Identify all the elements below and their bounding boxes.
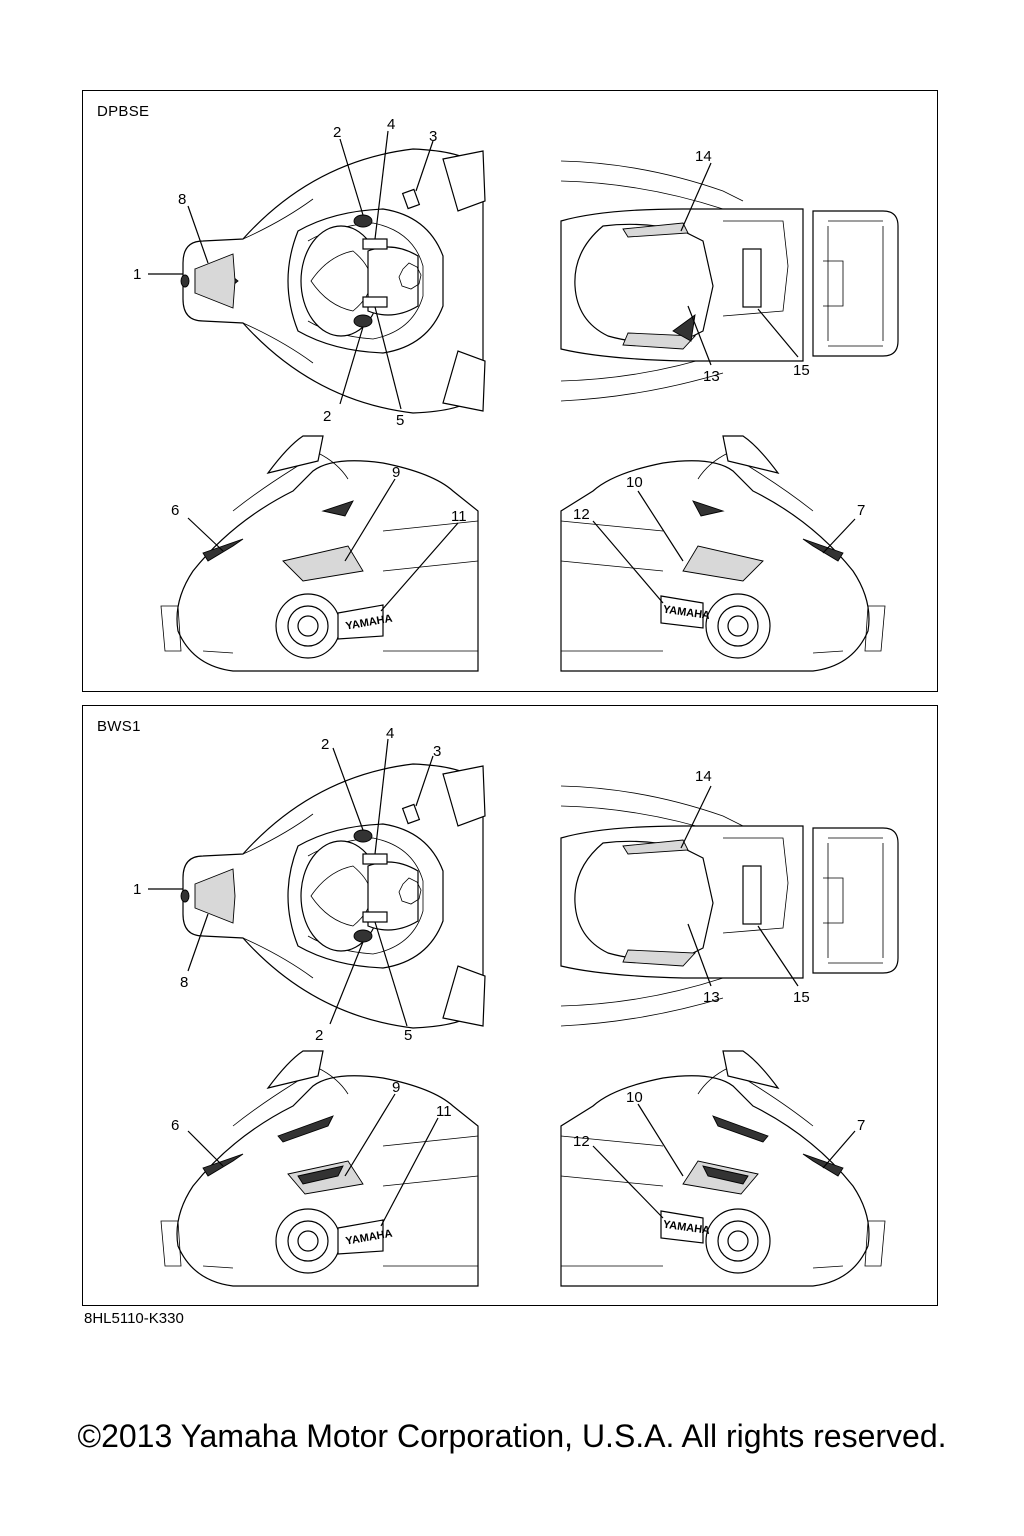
callout-9: 9 bbox=[392, 1079, 400, 1096]
callout-2-lower: 2 bbox=[315, 1027, 323, 1044]
top-view-illustration bbox=[180, 763, 486, 1029]
callout-14: 14 bbox=[695, 148, 712, 165]
copyright-notice: ©2013 Yamaha Motor Corporation, U.S.A. A… bbox=[77, 1418, 947, 1454]
callout-5: 5 bbox=[404, 1027, 412, 1044]
callout-10: 10 bbox=[626, 1089, 643, 1106]
callout-14: 14 bbox=[695, 768, 712, 785]
watercraft-diagram: YAMAHA YAMAHA bbox=[133, 725, 899, 1287]
callout-4: 4 bbox=[387, 116, 395, 133]
rear-view-illustration bbox=[560, 785, 899, 1027]
callout-12: 12 bbox=[573, 1133, 590, 1150]
callout-15: 15 bbox=[793, 362, 810, 379]
callout-5: 5 bbox=[396, 412, 404, 429]
callout-13: 13 bbox=[703, 368, 720, 385]
callout-7: 7 bbox=[857, 1117, 865, 1134]
callout-2-upper: 2 bbox=[333, 124, 341, 141]
callout-6: 6 bbox=[171, 502, 179, 519]
callout-2-upper: 2 bbox=[321, 736, 329, 753]
watercraft-diagram: YAMAHA YAMAHA bbox=[133, 116, 899, 672]
callout-13: 13 bbox=[703, 989, 720, 1006]
leader-lines bbox=[148, 130, 856, 612]
callout-12: 12 bbox=[573, 506, 590, 523]
callout-6: 6 bbox=[171, 1117, 179, 1134]
callout-2-lower: 2 bbox=[323, 408, 331, 425]
leader-lines bbox=[148, 738, 856, 1227]
callout-9: 9 bbox=[392, 464, 400, 481]
callout-4: 4 bbox=[386, 725, 394, 742]
diagram-panel-dpbse: DPBSE bbox=[82, 90, 938, 692]
panel-label: BWS1 bbox=[97, 718, 141, 735]
starboard-side-view-illustration: YAMAHA bbox=[560, 1050, 886, 1287]
callout-1: 1 bbox=[133, 881, 141, 898]
port-side-view-illustration: YAMAHA bbox=[160, 1050, 479, 1287]
rear-view-illustration bbox=[560, 160, 899, 402]
diagram-panel-bws1: BWS1 bbox=[82, 705, 938, 1306]
callout-7: 7 bbox=[857, 502, 865, 519]
callout-8: 8 bbox=[180, 974, 188, 991]
starboard-side-view-illustration: YAMAHA bbox=[560, 435, 886, 672]
callout-15: 15 bbox=[793, 989, 810, 1006]
callout-1: 1 bbox=[133, 266, 141, 283]
callout-10: 10 bbox=[626, 474, 643, 491]
callout-11: 11 bbox=[451, 508, 467, 525]
top-view-illustration bbox=[180, 148, 486, 414]
callout-3: 3 bbox=[433, 743, 441, 760]
callout-3: 3 bbox=[429, 128, 437, 145]
callout-8: 8 bbox=[178, 191, 186, 208]
port-side-view-illustration: YAMAHA bbox=[160, 435, 479, 672]
callout-11: 11 bbox=[436, 1103, 452, 1120]
part-code: 8HL5110-K330 bbox=[84, 1310, 184, 1327]
panel-label: DPBSE bbox=[97, 103, 150, 120]
